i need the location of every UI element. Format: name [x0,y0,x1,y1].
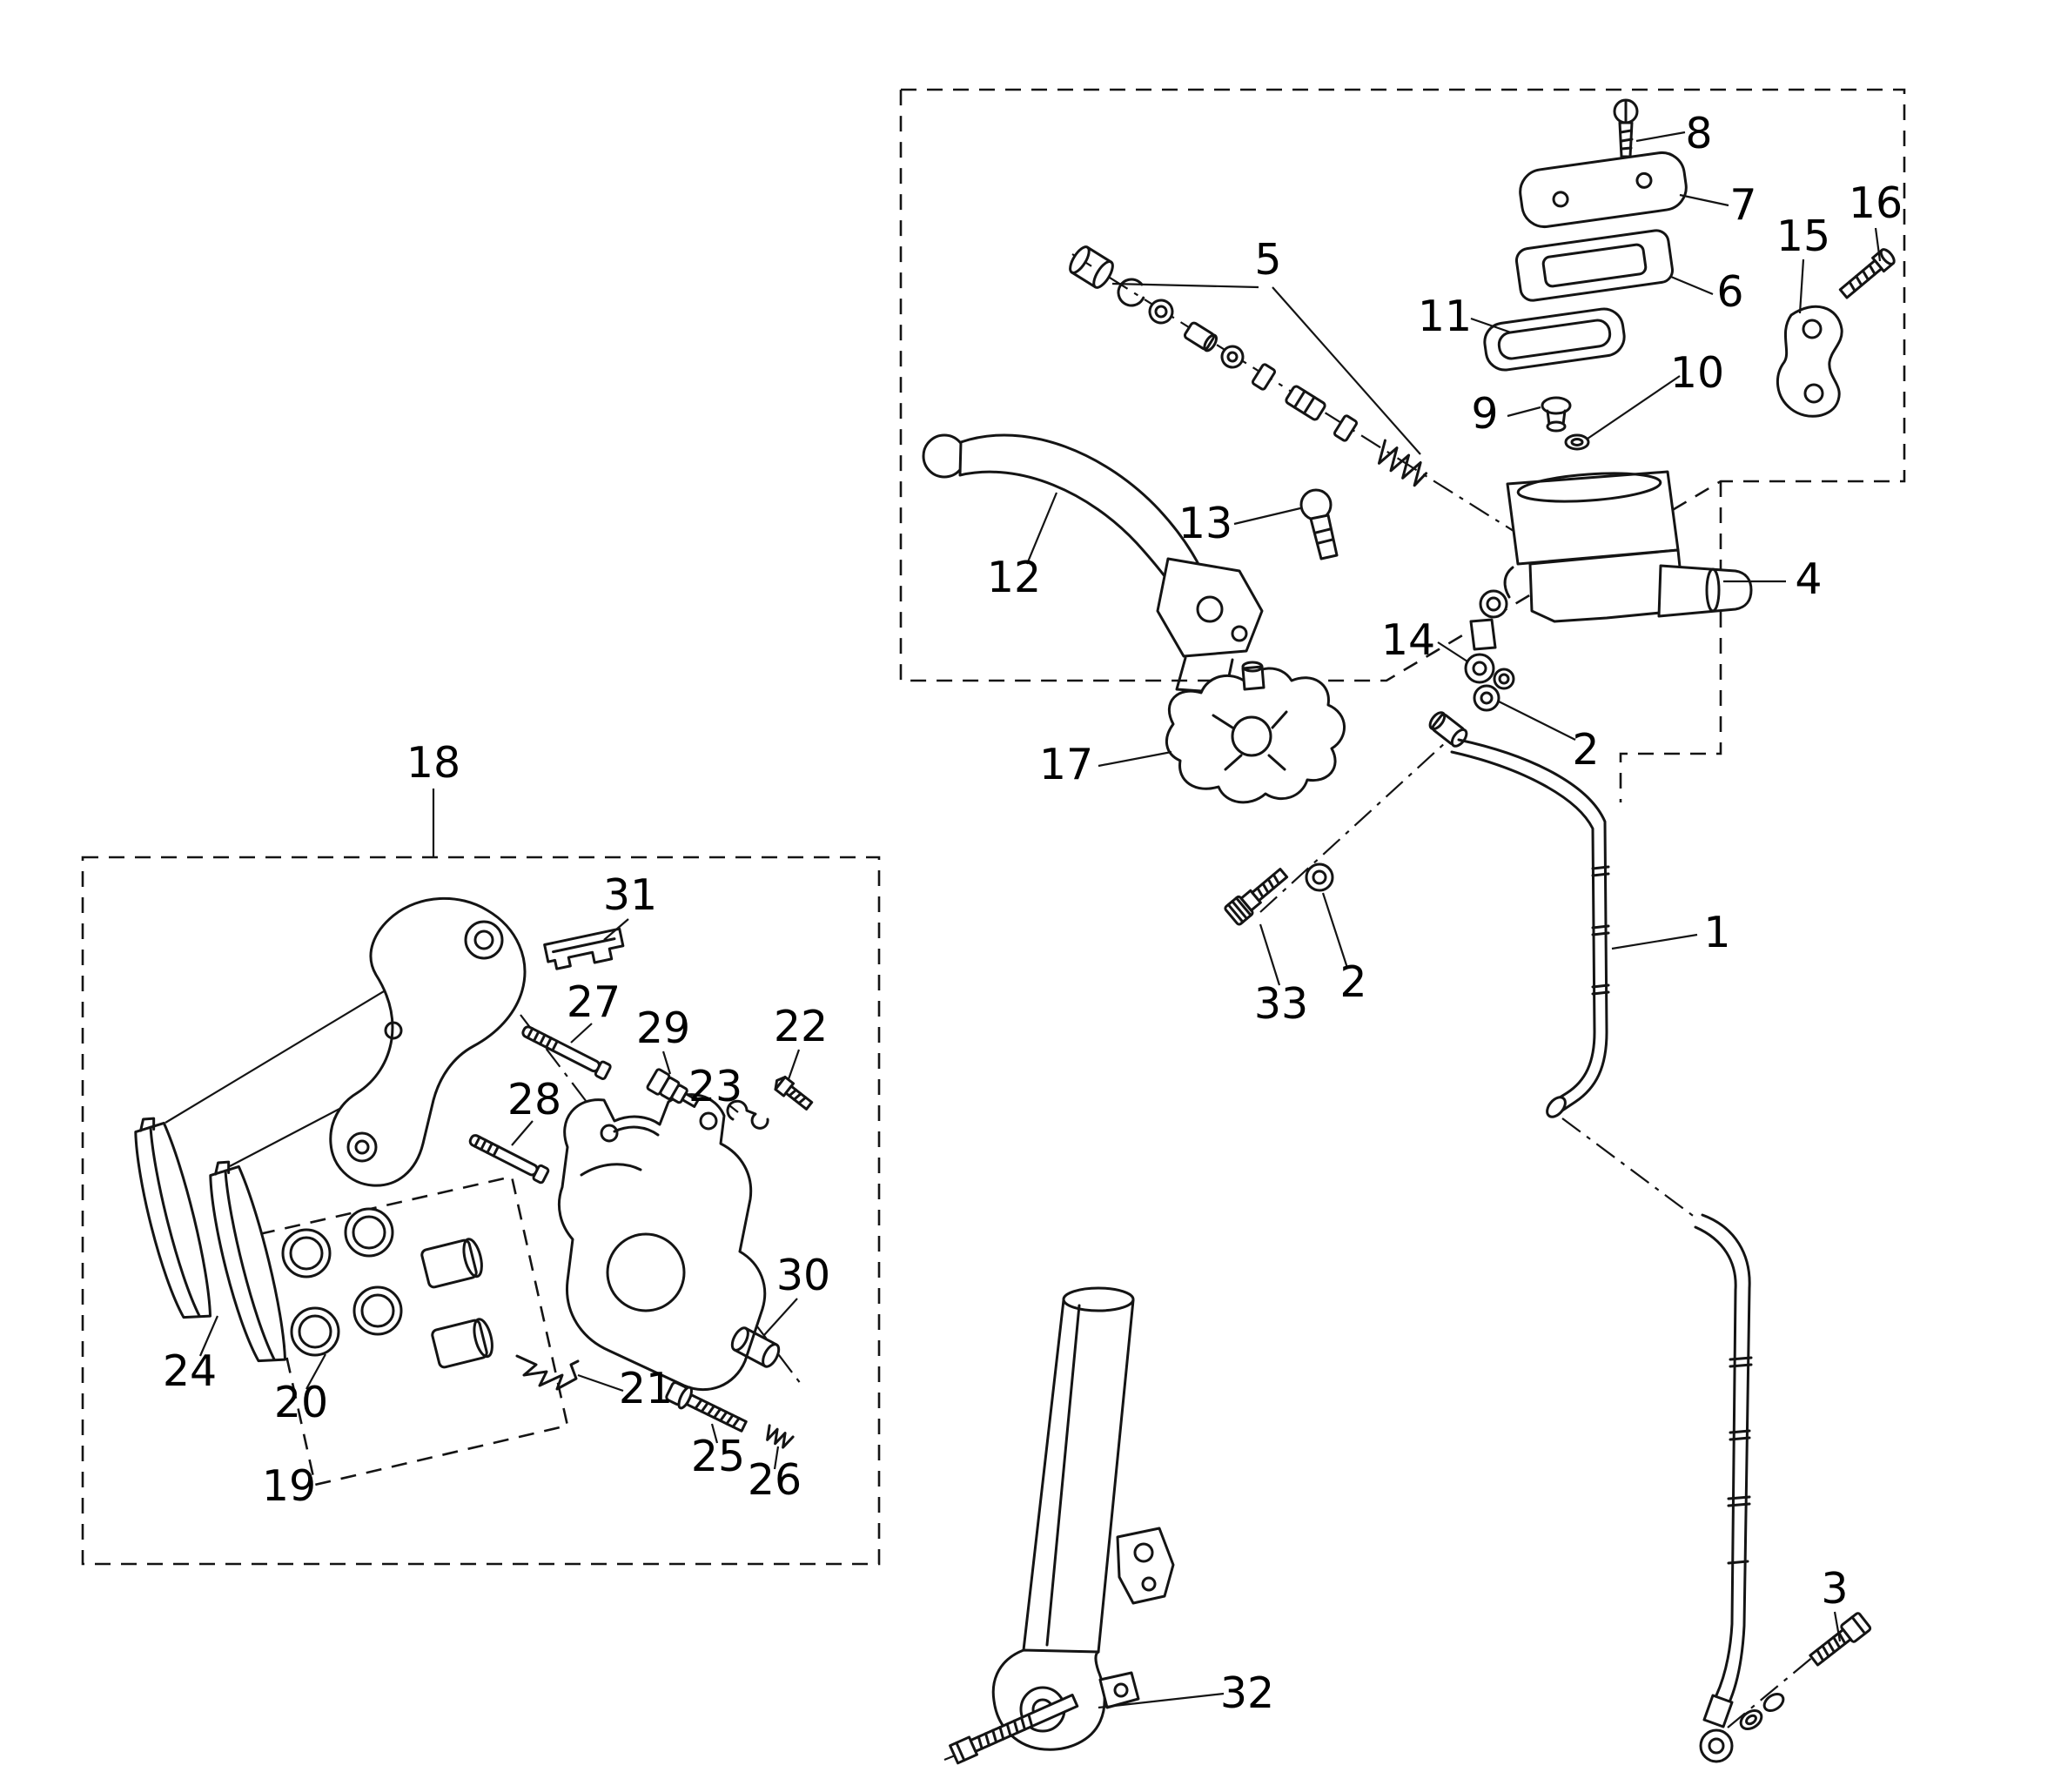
bleeder-screw [774,1076,814,1111]
part-label-8: 8 [1685,109,1712,158]
brake-lever [922,433,1264,695]
retainer-clip [726,1099,769,1130]
part-label-33: 33 [1254,979,1308,1029]
part-label-13: 13 [1178,499,1232,548]
group-boxes [81,88,1906,1566]
fork-bolt [949,1694,1079,1765]
part-label-12: 12 [987,553,1041,602]
clamp-bracket [1776,305,1843,418]
caliper-body [557,1093,767,1392]
part-label-16: 16 [1849,178,1903,228]
part-label-15: 15 [1776,211,1830,261]
part-label-1: 1 [1703,908,1730,957]
part-label-21: 21 [619,1364,673,1413]
caliper-bolt [665,1381,748,1433]
part-label-17: 17 [1039,740,1093,789]
reservoir-grommet [1541,396,1572,433]
part-label-6: 6 [1716,267,1743,317]
banjo-bolt-upper [1224,868,1289,926]
part-label-4: 4 [1795,554,1822,604]
washer-pair [1464,653,1515,690]
reservoir-cap-screw [1613,98,1639,158]
part-label-32: 32 [1220,1668,1274,1718]
hose-group-outline [1619,481,1722,802]
leader-lines [198,131,1882,1709]
hose-washer-upper [1473,684,1500,712]
part-label-29: 29 [636,1003,690,1053]
hose-washer-lower [1305,862,1334,892]
part-label-11: 11 [1418,292,1472,341]
part-label-14: 14 [1381,615,1435,665]
sleeve-bushing [730,1326,781,1368]
caliper-group-box [81,856,881,1566]
master-cylinder-piston-kit [1069,245,1428,487]
master-cylinder-group-box [899,88,1906,682]
reservoir-diaphragm [1483,307,1626,372]
caliper-bracket [329,896,527,1187]
part-label-23: 23 [688,1062,742,1111]
part-label-2-lower: 2 [1339,957,1366,1007]
reservoir-cap [1519,151,1688,229]
bracket-screw [1838,248,1896,299]
brake-pads [134,1117,287,1363]
part-label-10: 10 [1670,348,1724,398]
reservoir-plate [1514,229,1675,302]
hose-holder [1165,661,1346,804]
pad-pin-lower [468,1134,550,1185]
part-label-3: 3 [1821,1564,1848,1614]
hose-union [1428,711,1468,748]
part-label-27: 27 [567,977,621,1027]
part-label-28: 28 [507,1075,561,1124]
part-label-22: 22 [774,1002,828,1051]
part-label-25: 25 [691,1432,745,1481]
pad-spring [515,1354,580,1391]
part-label-5: 5 [1254,235,1281,285]
piston-seal-kit [281,1207,493,1369]
lever-pivot-bolt [1299,488,1339,560]
reservoir-washer [1564,433,1590,451]
part-labels: 8 7 16 15 6 5 11 10 9 13 12 4 14 17 2 18… [163,109,1903,1718]
pad-shim [543,927,625,970]
guide-pin-boot [646,1068,700,1108]
part-label-20: 20 [274,1378,328,1427]
brake-hose-lower [1694,1213,1785,1763]
part-label-24: 24 [163,1346,217,1396]
part-label-2-upper: 2 [1572,725,1599,775]
banjo-bolt-lower [1809,1612,1872,1667]
pad-pin-upper [521,1025,612,1080]
part-label-30: 30 [776,1251,830,1300]
part-label-9: 9 [1471,389,1498,439]
part-label-19: 19 [262,1461,316,1511]
part-label-31: 31 [603,870,657,920]
part-label-26: 26 [748,1455,802,1505]
master-cylinder-body [1469,470,1753,651]
part-label-7: 7 [1729,180,1756,230]
small-spring [766,1424,795,1449]
fork-leg [991,1286,1175,1751]
part-label-18: 18 [406,738,460,788]
brake-hose-upper [1450,738,1610,1118]
